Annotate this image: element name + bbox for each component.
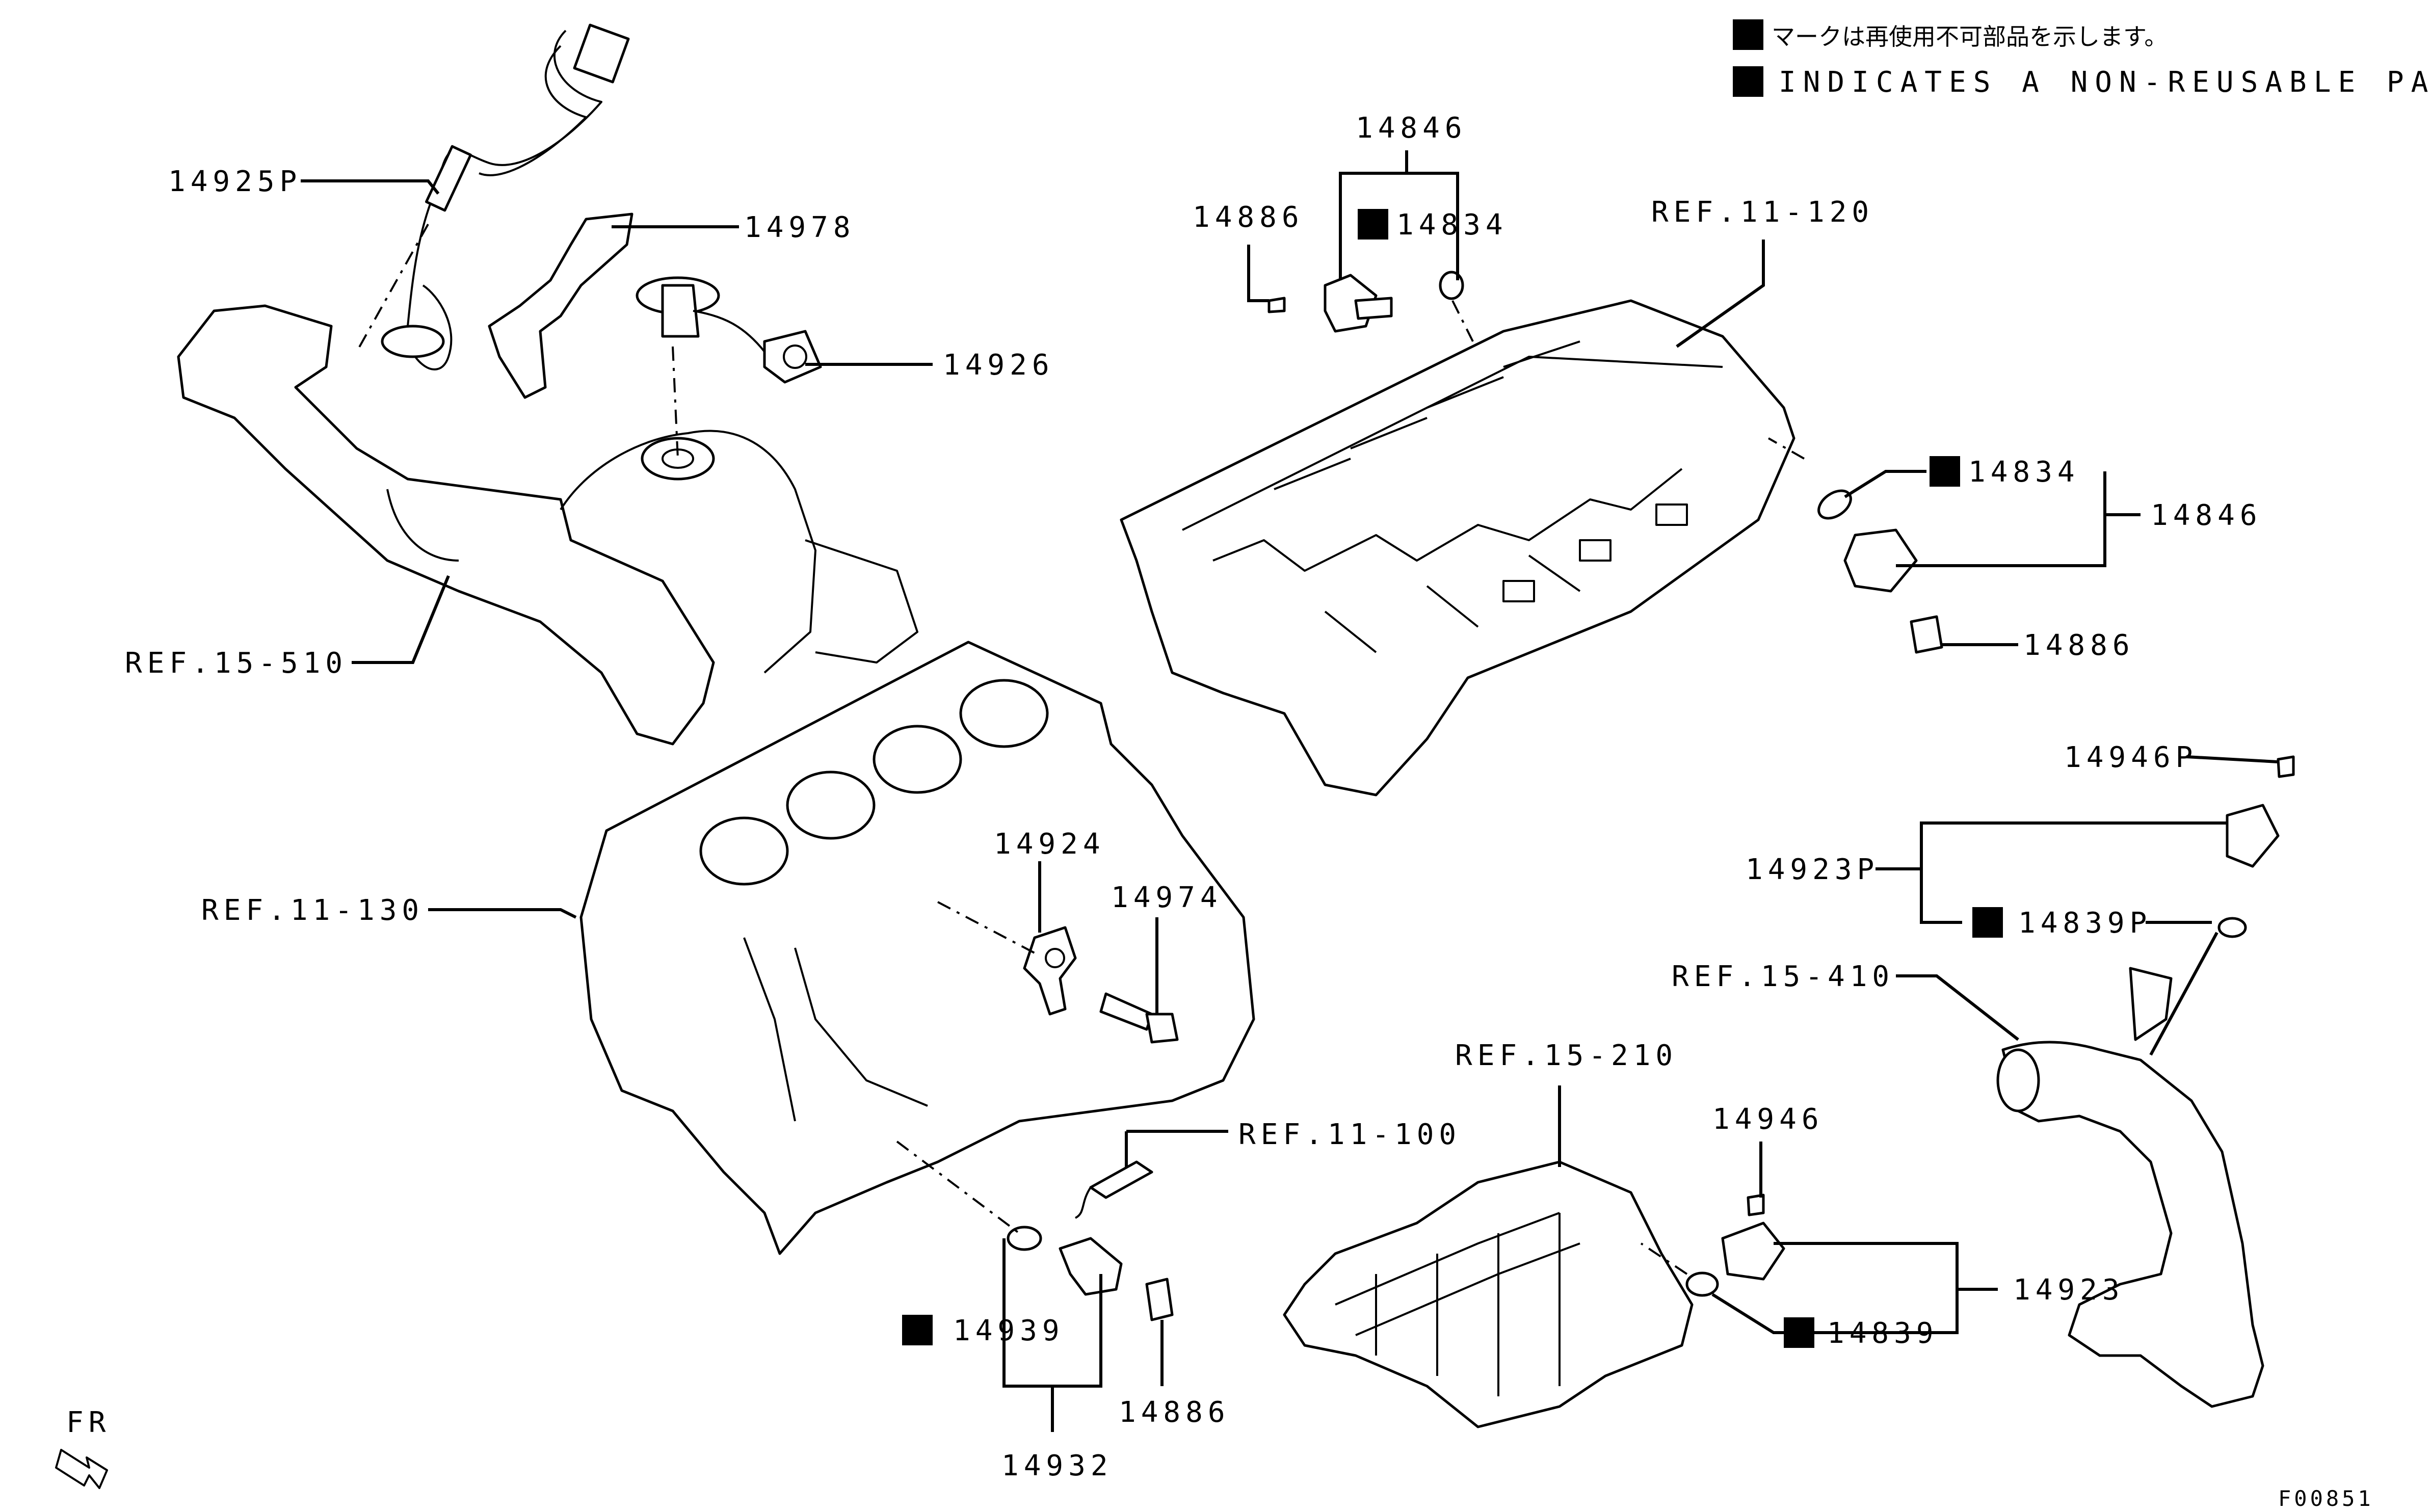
label-14834-top: 14834 bbox=[1396, 208, 1508, 242]
label-14846-right: 14846 bbox=[2151, 499, 2262, 532]
label-ref-11-100: REF.11-100 bbox=[1238, 1118, 1461, 1151]
label-ref-11-130: REF.11-130 bbox=[201, 894, 424, 927]
badge-letter: N bbox=[1739, 21, 1754, 50]
non-reusable-badge-icon bbox=[902, 1315, 933, 1345]
label-14925P: 14925P bbox=[168, 165, 302, 198]
front-arrow-icon bbox=[55, 1449, 108, 1489]
sensor-14926-drawing bbox=[636, 276, 822, 384]
label-14974: 14974 bbox=[1111, 881, 1223, 914]
badge-letter: N bbox=[1739, 68, 1754, 97]
badge-letter: N bbox=[1936, 458, 1951, 487]
cylinder-block-drawing bbox=[579, 641, 1255, 1255]
non-reusable-badge-icon bbox=[1784, 1317, 1814, 1348]
non-reusable-badge-icon bbox=[1733, 66, 1763, 97]
label-ref-11-120: REF.11-120 bbox=[1651, 196, 1874, 229]
cam-sensor-top-drawing bbox=[1267, 271, 1464, 333]
non-reusable-badge-icon bbox=[1733, 19, 1763, 50]
legend-note-en: INDICATES A NON-REUSABLE PART. bbox=[1779, 66, 2430, 99]
assembly-lines bbox=[356, 224, 1805, 1275]
direction-label: FR bbox=[66, 1406, 111, 1439]
label-14939: 14939 bbox=[953, 1314, 1065, 1347]
non-reusable-badge-icon bbox=[1358, 209, 1388, 240]
intake-manifold-drawing bbox=[1283, 1160, 1694, 1428]
badge-letter: N bbox=[1790, 1319, 1805, 1348]
front-direction-indicator: FR bbox=[55, 1406, 111, 1489]
label-ref-15-210: REF.15-210 bbox=[1455, 1039, 1678, 1072]
air-tube-drawing bbox=[1996, 755, 2295, 1408]
non-reusable-badge-icon bbox=[1972, 907, 2003, 938]
label-14886-top: 14886 bbox=[1193, 201, 1304, 234]
label-14978: 14978 bbox=[744, 211, 856, 244]
part-labels: 14925P 14978 14926 REF.15-510 14846 1488… bbox=[125, 112, 2262, 1482]
label-14924: 14924 bbox=[994, 828, 1105, 861]
cam-sensor-right-drawing bbox=[1817, 489, 1943, 654]
badge-letter: N bbox=[1364, 211, 1379, 240]
label-ref-15-410: REF.15-410 bbox=[1672, 960, 1894, 993]
map-sensor-drawing bbox=[1685, 1193, 1785, 1297]
badge-letter: N bbox=[909, 1317, 923, 1345]
legend: N マークは再使用不可部品を示します。 N INDICATES A NON-RE… bbox=[1733, 19, 2430, 99]
label-ref-15-510: REF.15-510 bbox=[125, 647, 348, 680]
label-14839: 14839 bbox=[1827, 1317, 1939, 1350]
non-reusable-badge-icon bbox=[1930, 456, 1960, 487]
knock-sensor-drawing bbox=[1023, 926, 1179, 1044]
label-14923P: 14923P bbox=[1746, 853, 1879, 886]
crank-sensor-drawing bbox=[1007, 1160, 1174, 1321]
badge-letter: N bbox=[1979, 909, 1994, 938]
label-14926: 14926 bbox=[943, 349, 1054, 382]
label-14886-bottom: 14886 bbox=[1119, 1396, 1230, 1429]
non-reusable-badges: N N N N N bbox=[902, 209, 2003, 1348]
bracket-drawing bbox=[488, 213, 633, 399]
label-14923: 14923 bbox=[2013, 1274, 2125, 1307]
figure-code: F00851 bbox=[2278, 1486, 2374, 1511]
legend-note-jp: マークは再使用不可部品を示します。 bbox=[1772, 23, 2168, 50]
label-14932: 14932 bbox=[1001, 1449, 1113, 1482]
label-14846-top: 14846 bbox=[1356, 112, 1467, 145]
leader-lines bbox=[301, 150, 2279, 1432]
label-14946: 14946 bbox=[1712, 1103, 1824, 1136]
oxygen-sensor-harness-drawing bbox=[381, 23, 630, 370]
label-14886-right: 14886 bbox=[2023, 629, 2135, 662]
label-14834-right: 14834 bbox=[1968, 456, 2080, 489]
cylinder-head-drawing bbox=[1120, 299, 1795, 797]
label-14839P: 14839P bbox=[2018, 907, 2152, 940]
label-14946P: 14946P bbox=[2064, 741, 2198, 774]
